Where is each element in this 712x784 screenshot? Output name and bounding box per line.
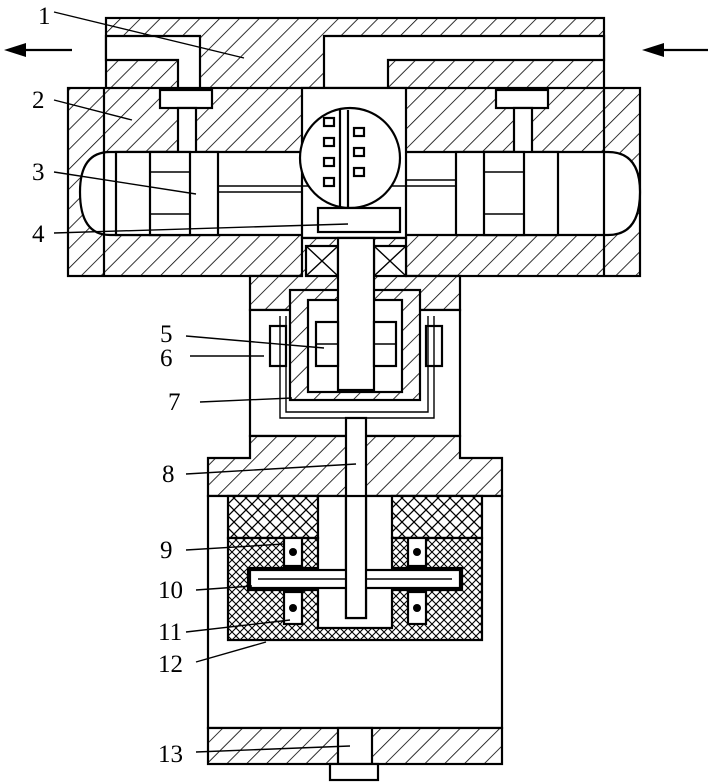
label-2: 2 <box>32 87 45 114</box>
leader-lines <box>53 11 357 753</box>
part-labels: 1 2 3 4 5 6 7 8 9 10 11 12 13 <box>32 3 183 768</box>
label-9: 9 <box>160 537 173 564</box>
label-7: 7 <box>168 389 181 416</box>
right-port-valve <box>494 88 550 156</box>
label-3: 3 <box>32 159 45 186</box>
label-1: 1 <box>38 3 51 30</box>
arrow-left-icon <box>642 43 708 57</box>
left-piston <box>114 150 220 237</box>
right-piston <box>454 150 560 237</box>
arrow-left-icon <box>4 43 72 57</box>
neck-housing <box>248 236 462 438</box>
label-6: 6 <box>160 345 173 372</box>
motor-housing <box>206 416 504 730</box>
label-11: 11 <box>158 619 182 646</box>
left-port-valve <box>158 88 214 156</box>
label-4: 4 <box>32 221 45 248</box>
bottom-plate <box>206 726 504 782</box>
label-5: 5 <box>160 321 173 348</box>
cam-block <box>316 206 402 234</box>
label-12: 12 <box>158 651 183 678</box>
label-13: 13 <box>158 741 183 768</box>
label-10: 10 <box>158 577 183 604</box>
rotor-ball <box>298 106 402 210</box>
label-8: 8 <box>162 461 175 488</box>
top-manifold <box>104 16 606 92</box>
